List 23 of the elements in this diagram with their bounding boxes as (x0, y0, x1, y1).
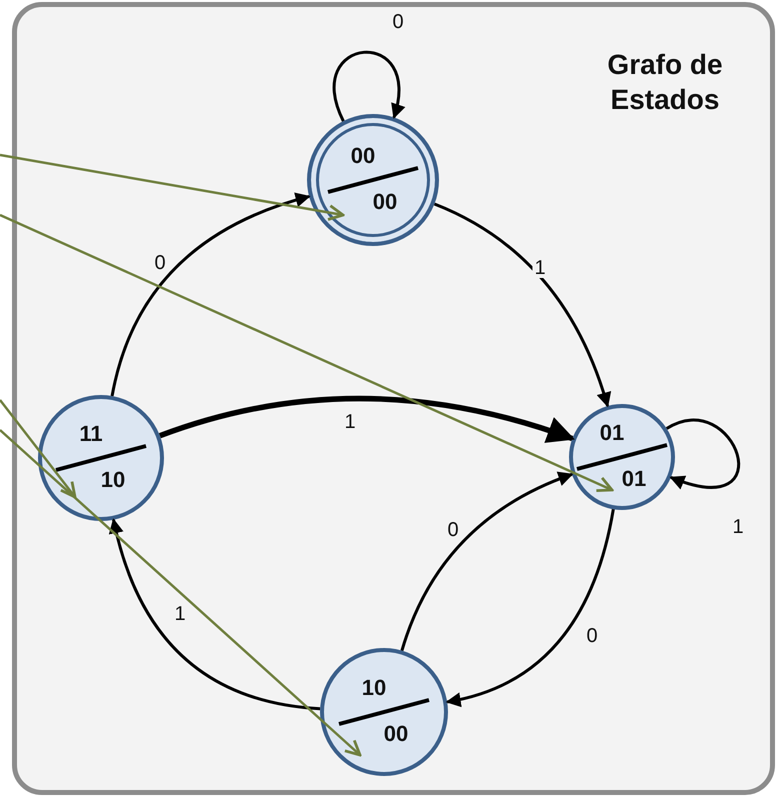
transition-arrow (400, 472, 574, 652)
transition-arrow (666, 418, 740, 489)
state-code: 10 (362, 675, 386, 701)
leader-arrow (0, 154, 344, 221)
leader-arrow (0, 399, 76, 498)
state-code: 01 (600, 420, 624, 446)
transition-arrow (446, 509, 615, 706)
transition-arrow (332, 50, 404, 122)
transition-arrow (109, 518, 320, 710)
leader-arrow (0, 214, 614, 492)
panel-title: Grafo de Estados (606, 48, 724, 117)
transition-arrow (434, 202, 611, 408)
state-code: 00 (350, 143, 376, 169)
state-output: 01 (622, 466, 646, 492)
state-output: 00 (384, 721, 408, 747)
state-output: 10 (100, 467, 126, 493)
state-code: 11 (79, 421, 103, 447)
transition-arrow (159, 396, 575, 444)
edge-label: 1 (532, 258, 548, 278)
transition-arrow (110, 193, 311, 396)
state-output: 00 (372, 189, 398, 215)
leader-arrow (0, 429, 362, 756)
panel-background (12, 2, 775, 795)
